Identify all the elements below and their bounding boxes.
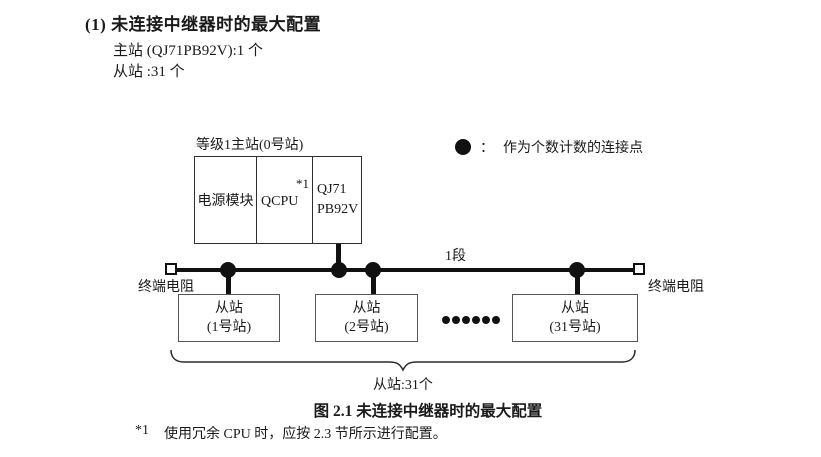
ellipsis-dot (442, 316, 450, 324)
bus-line (177, 268, 633, 272)
qj71pb92v-cell: QJ71 PB92V (313, 157, 361, 243)
master-count-line: 主站 (QJ71PB92V):1 个 (113, 43, 264, 59)
slave1-number: (1号站) (206, 320, 252, 335)
slave31-name: 从站 (561, 301, 589, 316)
ellipsis-dot (452, 316, 460, 324)
slave31-number: (31号站) (549, 320, 601, 335)
slave1-name: 从站 (215, 301, 243, 316)
slave-station-2-box: 从站 (2号站) (315, 294, 418, 342)
qj71-label-line1: QJ71 (317, 182, 347, 197)
qcpu-label: QCPU (261, 194, 299, 209)
footnote-ref-marker: *1 (296, 176, 309, 191)
master-drop-line (336, 244, 341, 270)
legend-text: 作为个数计数的连接点 (503, 141, 643, 156)
slave-station-1-box: 从站 (1号站) (178, 294, 280, 342)
figure-caption: 图 2.1 未连接中继器时的最大配置 (313, 403, 543, 420)
qcpu-cell: *1 QCPU (257, 157, 313, 243)
segment-label: 1段 (445, 249, 466, 264)
slave-group-count-label: 从站:31个 (373, 378, 433, 393)
slave-count-line: 从站 :31 个 (113, 64, 185, 80)
terminating-resistor-left-icon (165, 263, 177, 275)
master-station-label: 等级1主站(0号站) (196, 138, 304, 153)
slave31-drop-line (575, 270, 580, 294)
power-module-cell: 电源模块 (195, 157, 257, 243)
ellipsis-dots (442, 316, 500, 324)
section-heading: (1) 未连接中继器时的最大配置 (85, 15, 322, 34)
slave-group-brace (170, 349, 636, 372)
connection-point-dot-icon (455, 139, 471, 155)
footnote-marker: *1 (135, 423, 149, 438)
slave-station-31-box: 从站 (31号站) (512, 294, 638, 342)
slave2-name: 从站 (352, 301, 381, 316)
slave2-number: (2号站) (344, 320, 389, 335)
terminating-resistor-left-label: 终端电阻 (138, 280, 194, 295)
ellipsis-dot (462, 316, 470, 324)
qj71-label-line2: PB92V (317, 202, 359, 217)
slave1-drop-line (226, 270, 231, 294)
slave2-drop-line (371, 270, 376, 294)
legend-separator: ： (480, 141, 494, 156)
connection-point-master (331, 262, 347, 278)
legend: ： 作为个数计数的连接点 (455, 137, 643, 157)
ellipsis-dot (482, 316, 490, 324)
footnote: *1 使用冗余 CPU 时，应按 2.3 节所示进行配置。 (135, 423, 447, 443)
ellipsis-dot (472, 316, 480, 324)
terminating-resistor-right-label: 终端电阻 (648, 280, 704, 295)
terminating-resistor-right-icon (633, 263, 645, 275)
master-station-box: 电源模块 *1 QCPU QJ71 PB92V (194, 156, 362, 244)
ellipsis-dot (492, 316, 500, 324)
footnote-text: 使用冗余 CPU 时，应按 2.3 节所示进行配置。 (164, 427, 447, 442)
